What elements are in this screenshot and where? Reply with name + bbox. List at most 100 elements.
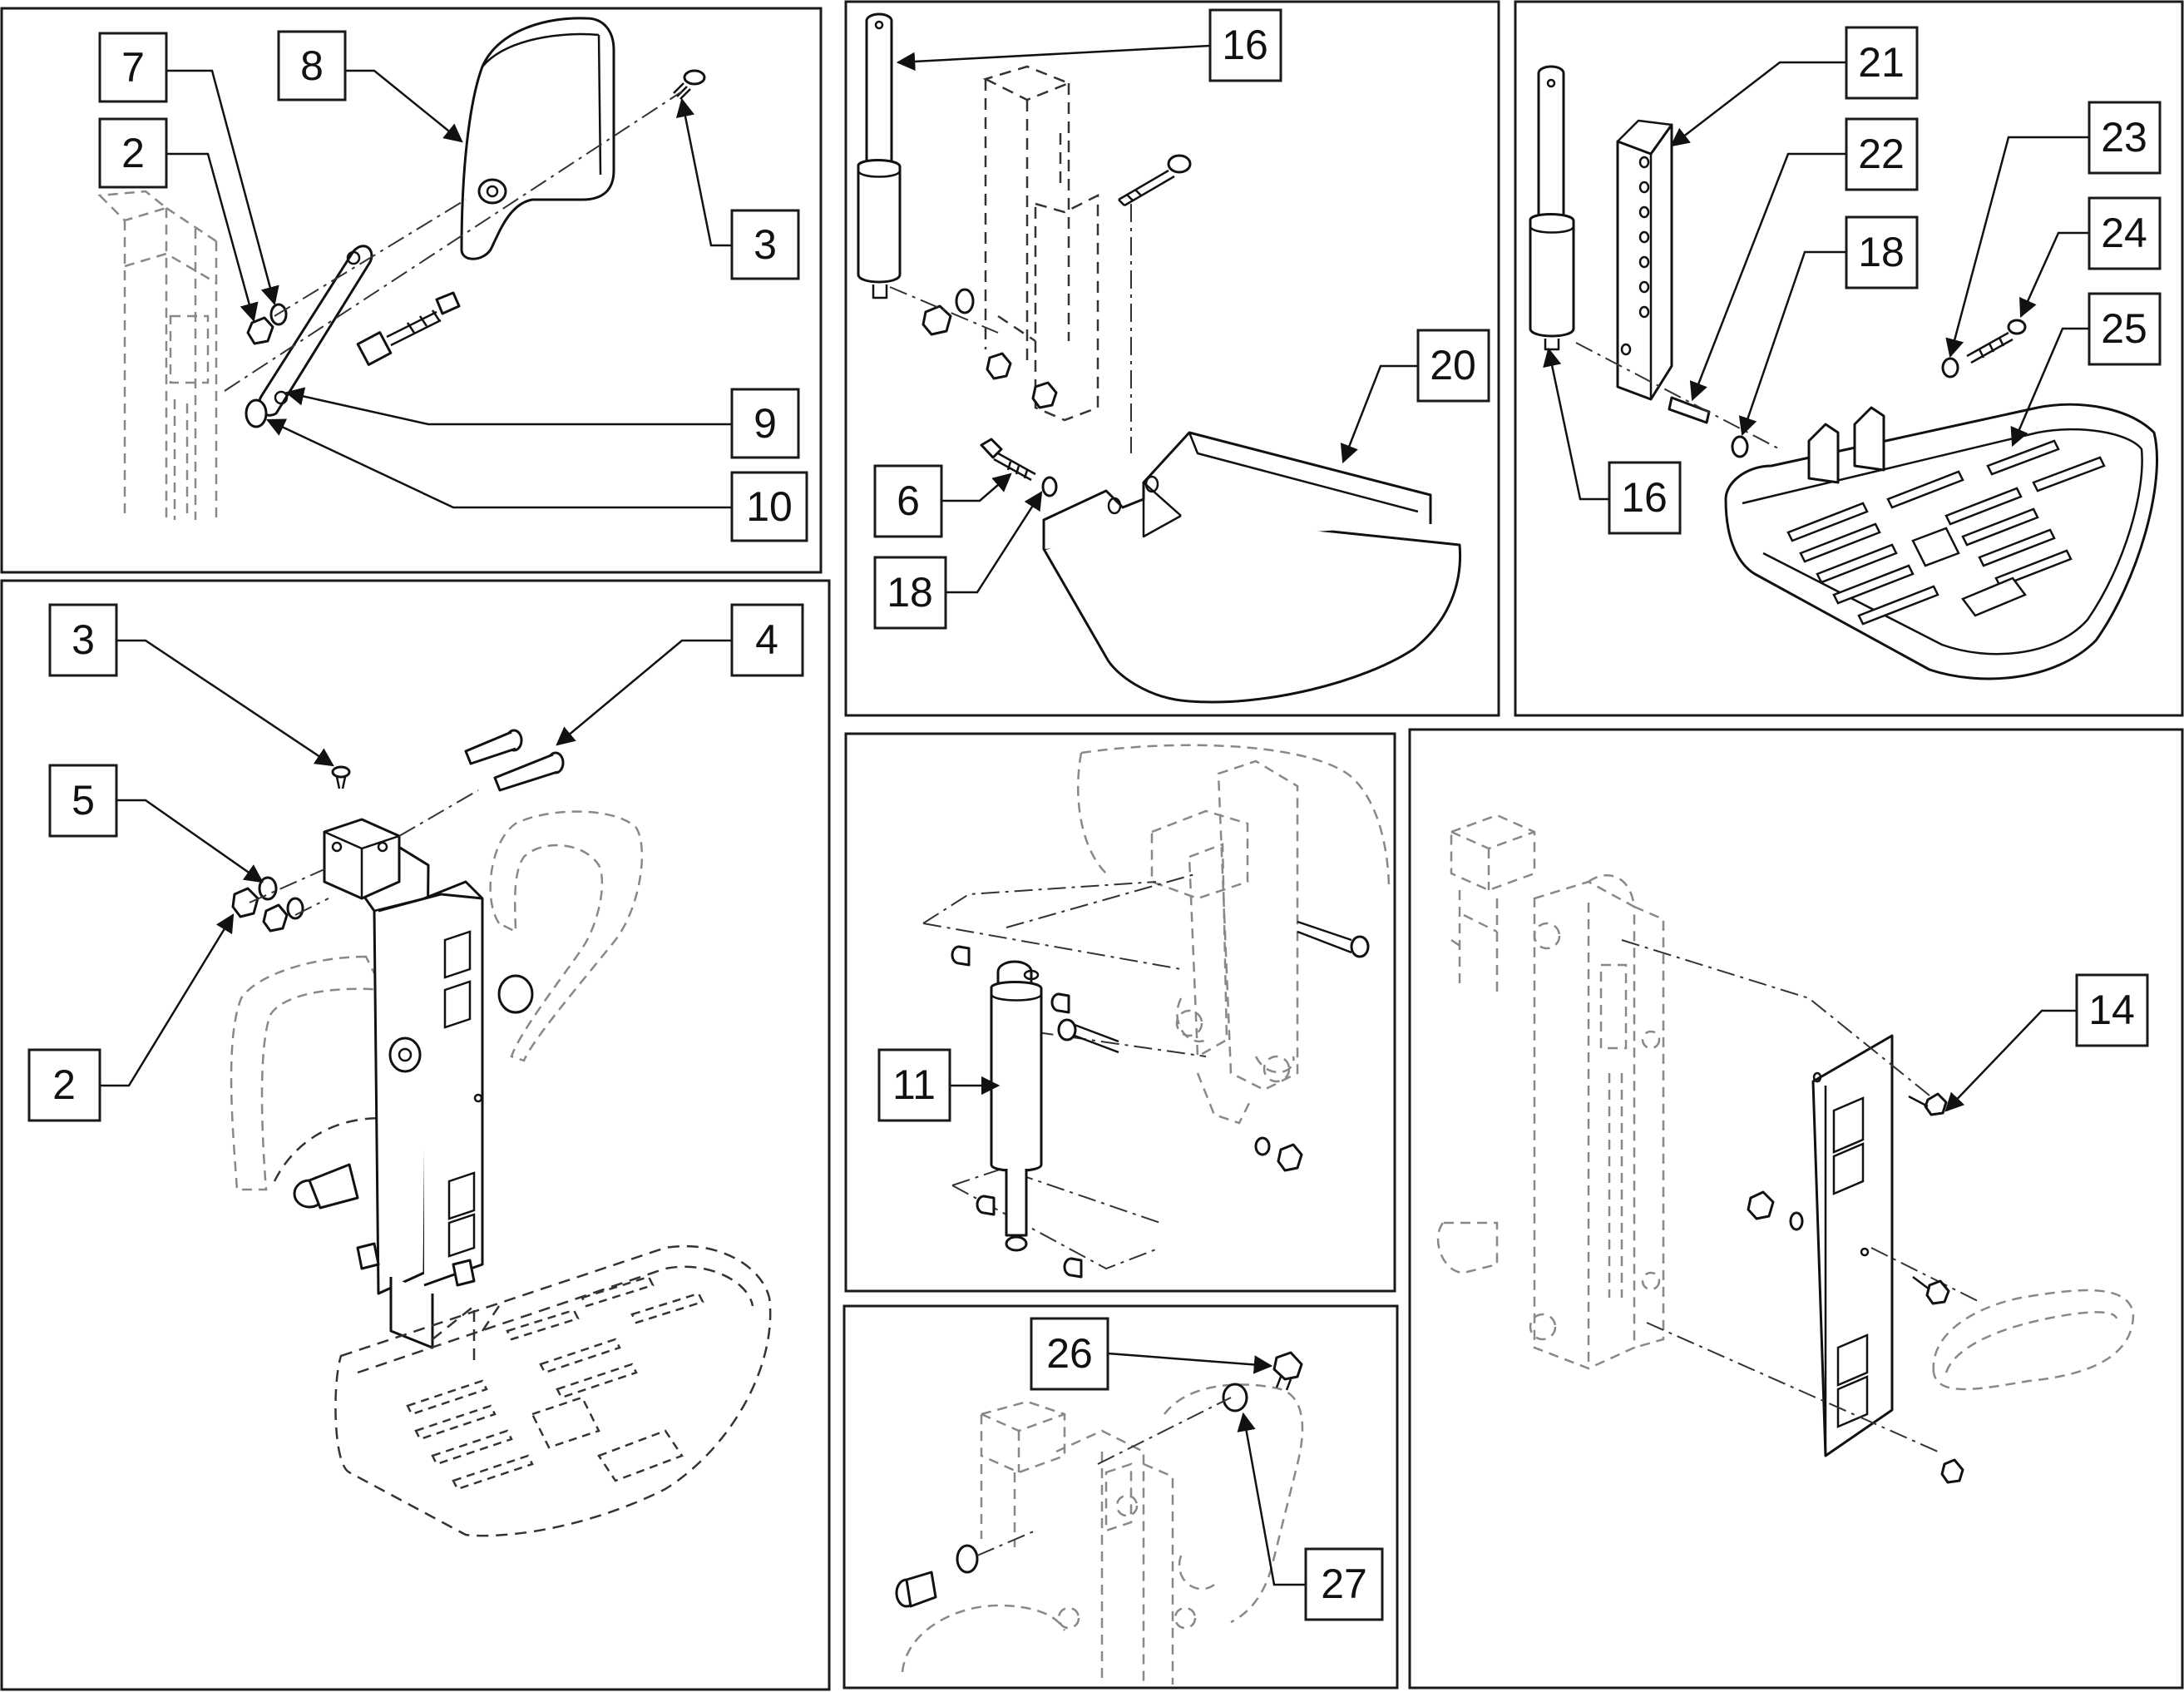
spacers — [951, 945, 1083, 1279]
armrest-pad — [460, 17, 615, 260]
panel-side-plate: 14 — [1408, 728, 2184, 1690]
callout-16b: 16 — [1543, 347, 1682, 535]
panel-footplate-composite: 21 22 18 23 24 25 16 — [1514, 0, 2184, 717]
panel-gas-spring: 11 — [844, 732, 1396, 1293]
callout-26: 26 — [1030, 1317, 1273, 1391]
callout-16a: 16 — [896, 8, 1282, 82]
callout-8: 8 — [277, 30, 463, 143]
callout-22: 22 — [1689, 117, 1919, 402]
nuts-2 — [231, 887, 304, 933]
footplate-composite — [1724, 403, 2158, 680]
callout-3b: 3 — [48, 603, 334, 767]
washer-18 — [1041, 476, 1058, 497]
screw-24 — [1966, 319, 2027, 364]
label-27: 27 — [1321, 1561, 1367, 1607]
label-25: 25 — [2101, 305, 2147, 352]
panel-hanger-assembly: 3 4 5 2 — [0, 579, 831, 1691]
callout-5: 5 — [48, 764, 264, 883]
label-3: 3 — [754, 221, 777, 268]
washer — [245, 398, 268, 428]
callout-3: 3 — [675, 97, 800, 280]
label-21: 21 — [1858, 39, 1905, 86]
callout-20: 20 — [1340, 329, 1490, 464]
callout-23: 23 — [1945, 101, 2162, 359]
washer — [1789, 1211, 1804, 1231]
label-18: 18 — [887, 569, 933, 616]
screw — [673, 69, 706, 100]
label-23: 23 — [2101, 114, 2147, 161]
callout-14: 14 — [1944, 973, 2149, 1112]
panel-footplate-angle: 16 20 6 18 — [844, 0, 1500, 717]
nut-lower — [986, 352, 1058, 409]
adjustment-bracket — [1616, 119, 1673, 401]
label-2: 2 — [121, 130, 145, 176]
washer-5 — [258, 876, 278, 901]
spring-bolts — [1057, 920, 1370, 1172]
label-3b: 3 — [72, 616, 95, 663]
label-8: 8 — [300, 42, 324, 89]
screw-26 — [1272, 1351, 1303, 1391]
washer — [955, 288, 975, 314]
label-14: 14 — [2088, 987, 2135, 1033]
callout-21: 21 — [1670, 26, 1919, 147]
callout-24: 24 — [2019, 196, 2162, 319]
label-20: 20 — [1430, 342, 1476, 388]
callout-9: 9 — [284, 387, 800, 459]
washer-27 — [1222, 1383, 1248, 1412]
hanger-pin — [857, 12, 902, 299]
ghost-frame — [1077, 744, 1391, 1125]
callout-11: 11 — [877, 1048, 1001, 1122]
callout-4: 4 — [556, 603, 804, 746]
label-5: 5 — [72, 777, 95, 824]
callout-2b: 2 — [27, 913, 235, 1122]
callout-18b: 18 — [1738, 215, 1919, 437]
nut — [1747, 1190, 1775, 1220]
pivot-bolt — [356, 291, 461, 366]
ghost-bracket — [982, 65, 1099, 422]
callout-7: 7 — [98, 32, 279, 306]
left-washer — [956, 1544, 979, 1574]
label-10: 10 — [746, 483, 793, 530]
screw-mid — [1912, 1276, 1950, 1305]
label-2b: 2 — [52, 1061, 76, 1108]
hanger-pin — [1529, 65, 1575, 351]
footplate-slots — [1786, 439, 2106, 626]
label-16b: 16 — [1621, 474, 1668, 521]
label-4: 4 — [755, 616, 778, 663]
panel-armrest-pad: 7 8 2 3 9 10 — [0, 7, 823, 574]
washer-23 — [1941, 357, 1959, 378]
ghost-hanger-frame — [97, 190, 218, 520]
callout-2: 2 — [98, 117, 259, 323]
screw-3 — [331, 765, 351, 789]
ghost-hanger — [1436, 814, 1665, 1370]
callout-10: 10 — [265, 418, 808, 542]
footplate-angle — [1042, 431, 1461, 704]
callout-6: 6 — [873, 464, 1012, 538]
callout-27: 27 — [1237, 1412, 1384, 1621]
label-16: 16 — [1222, 22, 1268, 68]
hanger-body — [293, 818, 534, 1349]
set-screw — [1668, 396, 1711, 424]
nut — [922, 304, 952, 336]
gas-spring — [990, 960, 1043, 1252]
ghost-footplate — [334, 1244, 772, 1537]
screw-14 — [1908, 1092, 1948, 1116]
side-plate — [1811, 1034, 1894, 1457]
callout-18a: 18 — [873, 491, 1043, 630]
ghost-hanger — [901, 1383, 1304, 1685]
label-7: 7 — [121, 44, 145, 91]
label-11: 11 — [892, 1061, 936, 1108]
label-26: 26 — [1046, 1330, 1093, 1377]
panel-lower-hardware: 26 27 — [842, 1304, 1399, 1690]
label-18b: 18 — [1858, 229, 1905, 275]
screw-low — [1940, 1458, 1964, 1484]
bolts-4 — [464, 729, 565, 792]
callout-25: 25 — [2010, 292, 2162, 448]
washer-18 — [1731, 435, 1749, 458]
hanger-bolt — [1118, 154, 1192, 207]
label-24: 24 — [2101, 210, 2147, 256]
left-screw — [895, 1571, 937, 1608]
label-6: 6 — [897, 477, 920, 524]
label-9: 9 — [754, 400, 777, 447]
